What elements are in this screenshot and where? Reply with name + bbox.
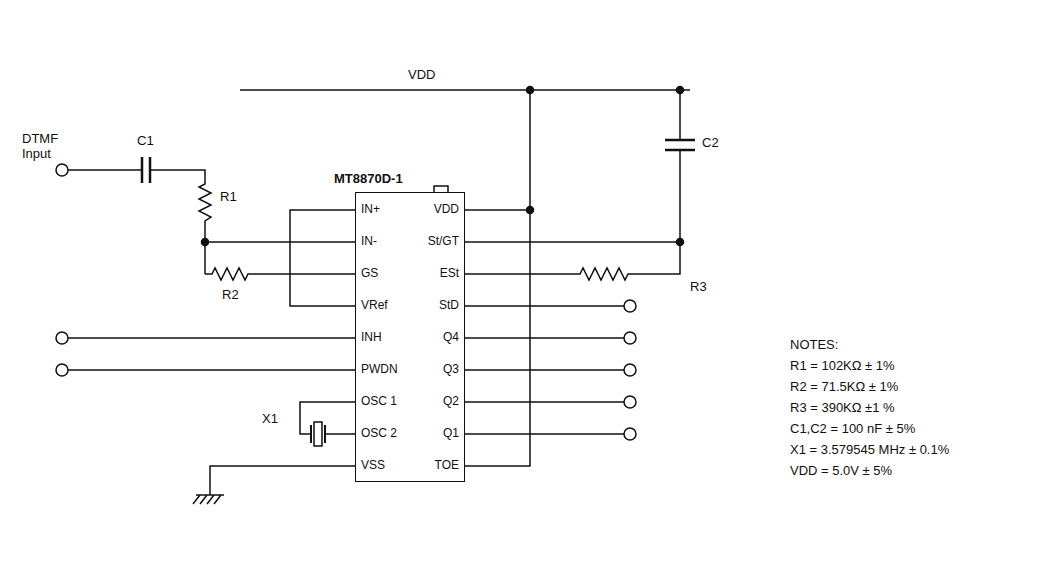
component-label: R2 bbox=[222, 288, 239, 303]
junction-dot bbox=[527, 207, 534, 214]
pin-name: Q3 bbox=[443, 363, 459, 377]
pin-name: GS bbox=[361, 267, 378, 281]
pin-name: VSS bbox=[361, 459, 385, 473]
wire bbox=[640, 90, 680, 274]
wire bbox=[260, 273, 355, 275]
wire bbox=[465, 90, 530, 466]
output-terminal bbox=[624, 332, 636, 344]
pin-name: Q2 bbox=[443, 395, 459, 409]
wire bbox=[68, 337, 355, 339]
wire bbox=[204, 225, 206, 274]
note-text: R3 = 390KΩ ±1 % bbox=[790, 401, 895, 416]
note-text: VDD = 5.0V ± 5% bbox=[790, 464, 892, 479]
input-terminal bbox=[56, 332, 68, 344]
pin-name: VRef bbox=[361, 299, 388, 313]
wire bbox=[68, 369, 355, 371]
input-terminal bbox=[56, 364, 68, 376]
vdd-bus bbox=[240, 89, 690, 91]
ground-symbol bbox=[193, 495, 224, 504]
component-label: X1 bbox=[262, 412, 278, 427]
pin-name: ESt bbox=[440, 267, 459, 281]
supply-label: VDD bbox=[408, 68, 435, 83]
output-terminal bbox=[624, 300, 636, 312]
wire bbox=[150, 170, 205, 180]
wire bbox=[300, 402, 355, 434]
input-terminal bbox=[56, 164, 68, 176]
wire bbox=[290, 210, 355, 306]
component-label: C2 bbox=[702, 136, 719, 151]
component-label: C1 bbox=[137, 134, 154, 149]
pin-name: St/GT bbox=[428, 235, 459, 249]
pin-name: IN- bbox=[361, 235, 377, 249]
pin-name: Q4 bbox=[443, 331, 459, 345]
resistor-symbol bbox=[205, 268, 260, 280]
note-text: X1 = 3.579545 MHz ± 0.1% bbox=[790, 443, 949, 458]
pin-name: StD bbox=[439, 299, 459, 313]
pin-name: PWDN bbox=[361, 363, 398, 377]
output-terminal bbox=[624, 364, 636, 376]
output-terminal bbox=[624, 428, 636, 440]
pin-name: OSC 1 bbox=[361, 395, 397, 409]
pin-name: TOE bbox=[435, 459, 459, 473]
crystal-symbol bbox=[314, 422, 322, 446]
capacitor-symbol bbox=[142, 157, 150, 183]
part-number: MT8870D-1 bbox=[334, 171, 403, 186]
wire bbox=[465, 209, 530, 211]
note-text: NOTES: bbox=[790, 338, 838, 353]
wire bbox=[68, 169, 142, 171]
capacitor-symbol bbox=[665, 140, 695, 150]
resistor-symbol bbox=[199, 180, 211, 225]
wire bbox=[465, 241, 680, 243]
wire bbox=[205, 241, 355, 243]
component-label: R3 bbox=[690, 280, 707, 295]
pin-name: Q1 bbox=[443, 427, 459, 441]
wire bbox=[465, 306, 624, 434]
output-terminal bbox=[624, 396, 636, 408]
note-text: R2 = 71.5KΩ ± 1% bbox=[790, 380, 898, 395]
pin-name: INH bbox=[361, 331, 382, 345]
note-text: C1,C2 = 100 nF ± 5% bbox=[790, 422, 915, 437]
pin-name: IN+ bbox=[361, 203, 380, 217]
resistor-symbol bbox=[465, 268, 640, 280]
wire bbox=[325, 433, 355, 435]
pin-name: OSC 2 bbox=[361, 427, 397, 441]
pin-name: VDD bbox=[434, 203, 459, 217]
note-text: R1 = 102KΩ ± 1% bbox=[790, 359, 895, 374]
wire bbox=[210, 466, 355, 495]
component-label: R1 bbox=[220, 190, 237, 205]
input-label: DTMF Input bbox=[22, 132, 72, 162]
